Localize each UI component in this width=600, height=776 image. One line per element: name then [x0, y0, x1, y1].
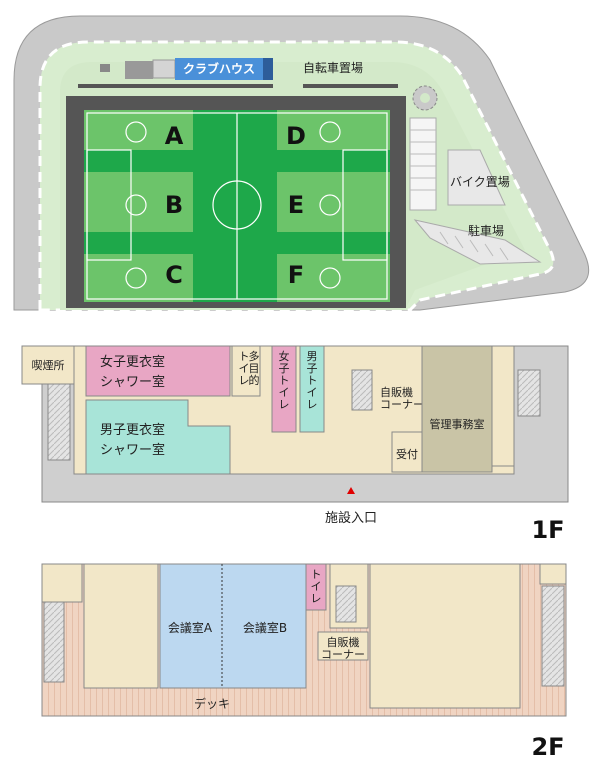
- field-a-label[interactable]: A: [165, 122, 184, 150]
- deck-label: デッキ: [194, 696, 230, 711]
- men-toilet-char: 男: [307, 350, 318, 363]
- women-toilet[interactable]: [271, 345, 297, 433]
- field-f-label[interactable]: F: [288, 261, 304, 289]
- room-2f-right: [369, 563, 521, 709]
- parking-lot: [409, 117, 542, 265]
- men-toilet-char: イ: [307, 386, 318, 399]
- meeting-room-b-label[interactable]: 会議室B: [243, 620, 287, 635]
- floor2-tag: 2F: [531, 733, 564, 761]
- field-c-label[interactable]: C: [165, 261, 183, 289]
- men-toilet-char: 子: [307, 362, 318, 375]
- stairs-left: [47, 383, 71, 461]
- stairs-right: [517, 369, 541, 417]
- bicycle-rack: [303, 84, 398, 88]
- men-locker-label-1: 男子更衣室: [100, 422, 165, 438]
- stairs-2f-left: [43, 601, 65, 683]
- multi-toilet-char: ト: [239, 350, 250, 363]
- reception[interactable]: [391, 431, 423, 473]
- women-locker-label-2: シャワー室: [100, 374, 165, 390]
- floor2-plan: 会議室A 会議室B ト イ レ 自販機 コーナー デッキ 2F: [41, 563, 567, 761]
- multi-toilet-char: レ: [239, 374, 250, 387]
- vending-2f-label-1: 自販機: [327, 635, 360, 649]
- clubhouse-wall: [78, 84, 273, 88]
- toilet-2f-char: ト: [311, 568, 322, 581]
- men-toilet[interactable]: [299, 345, 325, 433]
- multi-toilet-char: 多: [249, 349, 260, 363]
- women-locker-label-1: 女子更衣室: [100, 354, 165, 370]
- small-building: [100, 64, 110, 72]
- small-building: [152, 59, 176, 79]
- vending-label-2: コーナー: [380, 398, 424, 411]
- smoking-area-label: 喫煙所: [32, 359, 65, 372]
- floor1-plan: 喫煙所 女子更衣室 シャワー室 男子更衣室 シャワー室 ト イ レ 多 目 的 …: [21, 345, 569, 544]
- car-parking-label: 駐車場: [468, 223, 504, 238]
- stairs-2f-center: [335, 585, 357, 623]
- vending-2f-label-2: コーナー: [321, 648, 365, 661]
- reception-label: 受付: [396, 448, 418, 461]
- entrance-label: 施設入口: [325, 510, 377, 526]
- clubhouse-label: クラブハウス: [183, 61, 255, 76]
- multi-toilet-char: イ: [239, 362, 250, 375]
- multi-toilet-char: 目: [249, 362, 260, 375]
- men-toilet-char: ト: [307, 374, 318, 387]
- multipurpose-toilet[interactable]: [231, 345, 261, 397]
- clubhouse-building[interactable]: [175, 58, 263, 80]
- men-toilet-char: レ: [307, 398, 318, 411]
- bike-parking-label: バイク置場: [450, 175, 510, 189]
- women-toilet-char: イ: [279, 386, 290, 399]
- entrance-marker-icon: [347, 487, 355, 494]
- meeting-room-a-label[interactable]: 会議室A: [168, 620, 213, 635]
- toilet-2f-char: レ: [311, 592, 322, 605]
- women-toilet-char: 女: [279, 349, 290, 363]
- management-office[interactable]: [421, 345, 493, 473]
- site-map: クラブハウス 自転車置場 A B C: [13, 15, 590, 312]
- multi-toilet-char: 的: [249, 373, 260, 387]
- women-locker-room[interactable]: [85, 345, 231, 397]
- toilet-2f-char: イ: [311, 580, 322, 593]
- men-locker-label-2: シャワー室: [100, 442, 165, 458]
- stairs-center: [351, 369, 373, 411]
- stairs-2f-right: [541, 585, 565, 687]
- pitch-lines: [86, 112, 388, 300]
- parking-stripes: [410, 129, 509, 261]
- field-b-label[interactable]: B: [165, 191, 183, 219]
- meeting-rooms[interactable]: [159, 563, 307, 689]
- room-2f-left: [83, 563, 159, 689]
- women-toilet-char: 子: [279, 362, 290, 375]
- smoking-area[interactable]: [21, 345, 75, 385]
- floor1-tag: 1F: [531, 516, 564, 544]
- small-building: [125, 61, 153, 79]
- men-locker-room[interactable]: [85, 399, 231, 475]
- toilet-2f[interactable]: [305, 563, 327, 611]
- vending-corner-2f[interactable]: [317, 631, 369, 661]
- field-e-label[interactable]: E: [288, 191, 304, 219]
- field-d-label[interactable]: D: [286, 122, 306, 150]
- women-toilet-char: ト: [279, 374, 290, 387]
- women-toilet-char: レ: [279, 398, 290, 411]
- office-label: 管理事務室: [430, 417, 485, 431]
- vending-label-1: 自販機: [380, 385, 413, 399]
- bicycle-parking-label: 自転車置場: [303, 61, 363, 75]
